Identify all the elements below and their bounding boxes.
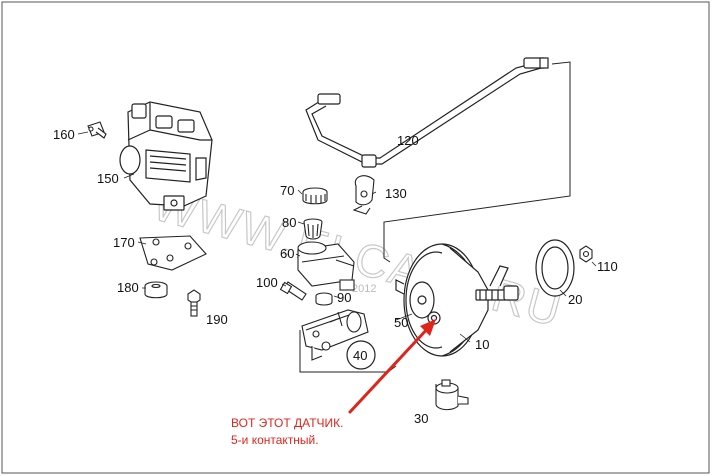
part-number-20: 20 (568, 292, 582, 307)
sensor-160 (87, 121, 107, 139)
sensor-100 (279, 281, 307, 301)
part-number-80: 80 (282, 215, 296, 230)
part-number-180: 180 (117, 280, 139, 295)
abs-unit (119, 101, 213, 211)
part-number-120: 120 (397, 133, 419, 148)
part-number-100: 100 (256, 275, 278, 290)
clip-130 (352, 175, 375, 215)
part-number-150: 150 (97, 171, 119, 186)
master-cylinder (301, 309, 369, 361)
grommet-90 (315, 292, 333, 306)
part-number-110: 110 (597, 259, 618, 274)
annotation-arrow (348, 319, 436, 414)
leader-lines (77, 131, 597, 343)
part-number-70: 70 (280, 183, 294, 198)
bracket-170 (139, 235, 207, 271)
callout-40 (346, 340, 376, 370)
reservoir-60 (297, 241, 355, 291)
part-number-60: 60 (280, 246, 294, 261)
cap-70 (302, 187, 328, 205)
part-number-30: 30 (414, 411, 428, 426)
watermark-year: 2012 (352, 283, 376, 295)
annotation-line-1: ВОТ ЭТОТ ДАТЧИК. (231, 416, 344, 430)
part-number-10: 10 (475, 337, 489, 352)
part-number-160: 160 (53, 127, 75, 142)
sensor-30 (435, 379, 469, 411)
part-number-90: 90 (337, 290, 351, 305)
part-number-190: 190 (206, 312, 228, 327)
brake-booster (395, 243, 519, 357)
bolt-190 (187, 289, 201, 317)
brake-line (305, 57, 549, 168)
part-number-170: 170 (113, 235, 135, 250)
line-bracket (383, 61, 571, 263)
grommet-180 (144, 281, 168, 299)
filter-80 (303, 218, 323, 240)
nut-110 (579, 245, 593, 263)
annotation-line-2: 5-и контактный. (231, 433, 319, 447)
part-number-130: 130 (385, 186, 407, 201)
part-number-40: 40 (353, 348, 367, 363)
part-number-50: 50 (394, 315, 408, 330)
gasket-20 (535, 239, 575, 297)
